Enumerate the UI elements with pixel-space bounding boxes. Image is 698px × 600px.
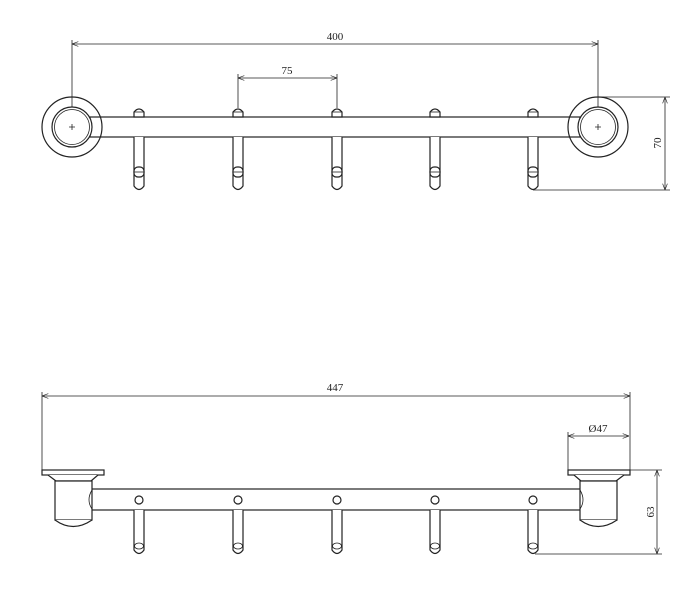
hook xyxy=(331,108,343,191)
dim-label-63: 63 xyxy=(645,506,657,518)
rail-bar-side xyxy=(87,488,585,511)
right-rosette xyxy=(567,96,629,158)
hook xyxy=(527,108,539,191)
rail-bar xyxy=(89,116,581,138)
hook-side xyxy=(232,495,244,555)
right-wall-flange xyxy=(567,469,631,528)
hook xyxy=(232,108,244,191)
hook xyxy=(429,108,441,191)
hook xyxy=(133,108,145,191)
left-rosette xyxy=(41,96,103,158)
left-wall-flange xyxy=(41,469,105,528)
dim-label-70: 70 xyxy=(652,137,664,149)
dim-label-447: 447 xyxy=(327,382,344,394)
hook-side xyxy=(133,495,145,555)
dim-label-diameter: Ø47 xyxy=(589,423,608,435)
hook-side xyxy=(429,495,441,555)
dim-label-400: 400 xyxy=(327,31,344,43)
hook-side xyxy=(331,495,343,555)
top-view: 400 75 70 xyxy=(41,31,670,191)
side-view: 447 Ø47 63 xyxy=(41,382,662,555)
dim-label-75: 75 xyxy=(282,65,294,77)
hook-side xyxy=(527,495,539,555)
